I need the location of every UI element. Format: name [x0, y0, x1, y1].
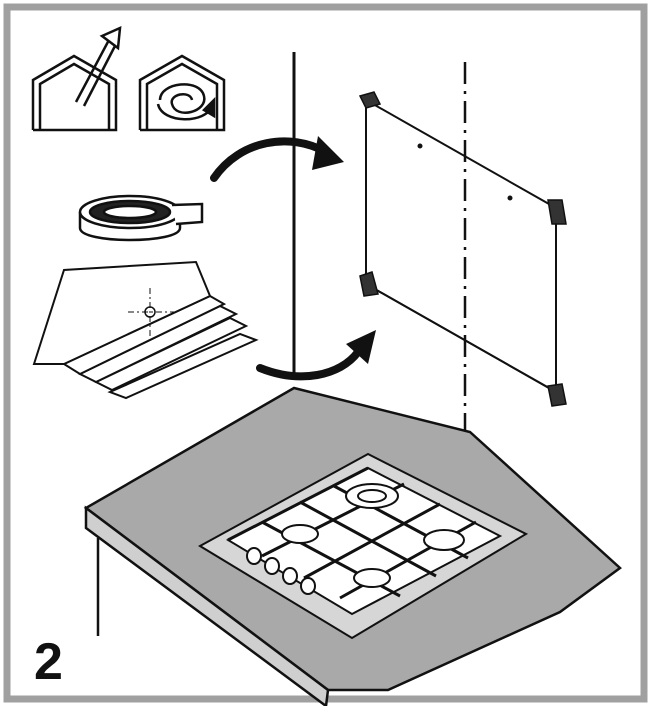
step-number: 2: [34, 633, 63, 691]
paper-drilling-template-icon: [32, 260, 259, 400]
house-with-recirculation-spiral-icon: [138, 54, 226, 132]
gas-hob: [197, 452, 529, 640]
template-corner-clips: [358, 91, 567, 407]
hob-burners: [281, 483, 465, 588]
house-with-outward-arrow-icon: [31, 25, 122, 132]
hob-control-knobs: [246, 547, 316, 595]
adhesive-tape-roll-icon: [78, 194, 204, 242]
arrow-top-icon: [210, 136, 344, 182]
arrow-bottom-icon: [256, 330, 376, 381]
